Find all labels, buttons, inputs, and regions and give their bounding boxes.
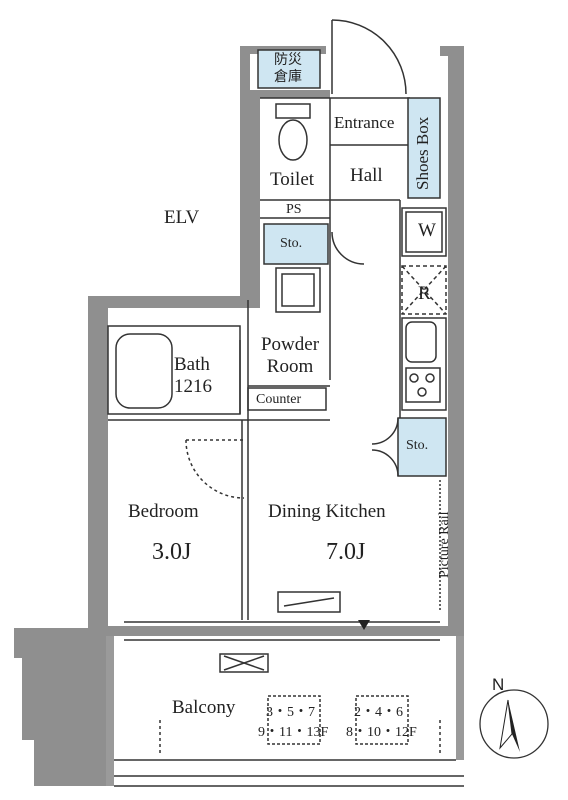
bedroom-area: 3.0J (152, 539, 192, 565)
shoes-box-label: Shoes Box (413, 116, 432, 190)
hall-label: Hall (350, 165, 383, 186)
floors-left-top: 3・5・7 (266, 705, 315, 720)
floors-right-top: 2・4・6 (354, 705, 403, 720)
floors-right-bottom: 8・10・12F (346, 725, 417, 740)
bedroom-label: Bedroom (128, 501, 199, 522)
elv-label: ELV (164, 207, 200, 228)
dining-kitchen-label: Dining Kitchen (268, 501, 386, 522)
bath-label: Bath 1216 (174, 354, 212, 397)
balcony-label: Balcony (172, 697, 236, 718)
entry-marker (358, 620, 370, 630)
compass-icon (479, 689, 549, 759)
washer-label: W (418, 220, 436, 241)
floors-left-bottom: 9・11・13F (258, 725, 329, 740)
powder-room-label: Powder Room (260, 334, 320, 377)
storage-kitchen-label: Sto. (406, 438, 429, 453)
disaster-storage-label: 防災 倉庫 (274, 53, 302, 85)
fridge-label: R (418, 283, 431, 304)
toilet-label: Toilet (270, 169, 315, 190)
storage-top-label: Sto. (280, 236, 303, 251)
north-label: N (492, 675, 505, 694)
picture-rail-label: Picture Rail (437, 511, 452, 579)
walls (14, 46, 464, 786)
counter-label: Counter (256, 392, 302, 407)
dining-area: 7.0J (326, 539, 366, 565)
interior-lines (107, 19, 464, 787)
ps-label: PS (286, 202, 302, 217)
entrance-label: Entrance (334, 113, 395, 132)
